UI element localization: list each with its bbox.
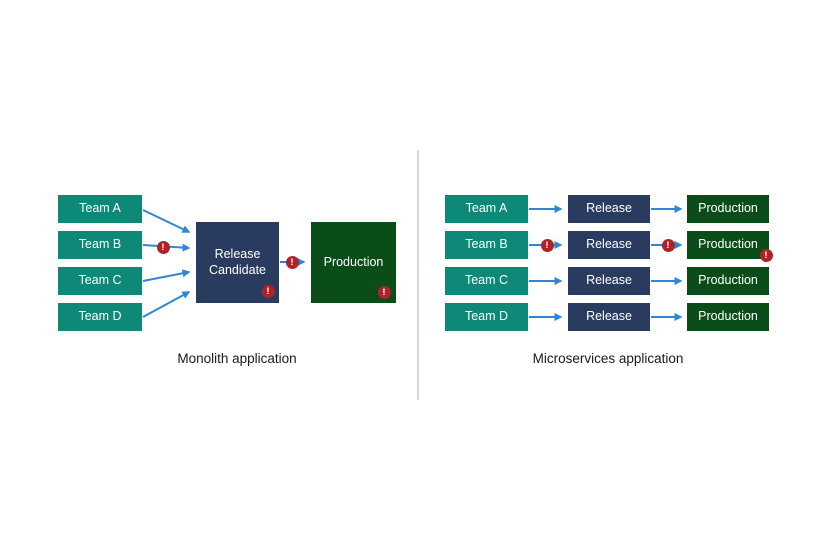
monolith-team-d-node: Team D [58, 303, 142, 331]
release-candidate-label-line1: Release [214, 246, 261, 261]
micro-release-d-label: Release [586, 309, 632, 324]
team-b-arrow-error-icon: ! [156, 240, 170, 254]
arrow-team-c-to-release-candidate [142, 269, 191, 282]
monolith-production-label: Production [323, 254, 384, 269]
micro-release-c-node: Release [568, 267, 650, 295]
monolith-caption: Monolith application [177, 351, 297, 366]
team-a-label: Team A [79, 201, 121, 216]
micro-production-c-label: Production [698, 273, 758, 288]
team-b-label: Team B [78, 237, 122, 252]
micro-production-d-node: Production [687, 303, 769, 331]
micro-team-d-label: Team D [464, 309, 509, 324]
micro-team-a-label: Team A [465, 201, 508, 216]
micro-release-d-node: Release [568, 303, 650, 331]
arrow-team-a-to-release-candidate [142, 209, 191, 233]
arrow-team-d-to-release-candidate [142, 291, 191, 318]
monolith-production-error-icon: ! [377, 285, 391, 299]
micro-team-b-arrow-error-icon: ! [540, 238, 554, 252]
micro-release-a-node: Release [568, 195, 650, 223]
micro-team-a-node: Team A [445, 195, 528, 223]
micro-production-a-node: Production [687, 195, 769, 223]
micro-team-c-node: Team C [445, 267, 528, 295]
micro-release-c-label: Release [586, 273, 632, 288]
team-c-label: Team C [78, 273, 122, 288]
micro-team-b-node: Team B [445, 231, 528, 259]
release-to-production-arrow-error-icon: ! [285, 255, 299, 269]
micro-production-b-node: Production [687, 231, 769, 259]
micro-production-b-label: Production [698, 237, 758, 252]
micro-release-b-label: Release [586, 237, 632, 252]
micro-release-b-node: Release [568, 231, 650, 259]
micro-production-c-node: Production [687, 267, 769, 295]
micro-team-b-label: Team B [465, 237, 508, 252]
release-candidate-label-line2: Candidate [209, 262, 266, 277]
micro-release-b-arrow-error-icon: ! [661, 238, 675, 252]
monolith-team-c-node: Team C [58, 267, 142, 295]
release-candidate-error-icon: ! [261, 284, 275, 298]
release-candidate-node: Release Candidate [196, 222, 279, 303]
microservices-caption: Microservices application [532, 351, 684, 366]
micro-production-d-label: Production [698, 309, 758, 324]
micro-release-a-label: Release [586, 201, 632, 216]
monolith-team-a-node: Team A [58, 195, 142, 223]
micro-team-d-node: Team D [445, 303, 528, 331]
vertical-divider [417, 150, 419, 400]
micro-production-b-error-icon: ! [759, 248, 773, 262]
monolith-team-b-node: Team B [58, 231, 142, 259]
team-d-label: Team D [78, 309, 122, 324]
micro-team-c-label: Team C [464, 273, 509, 288]
micro-production-a-label: Production [698, 201, 758, 216]
